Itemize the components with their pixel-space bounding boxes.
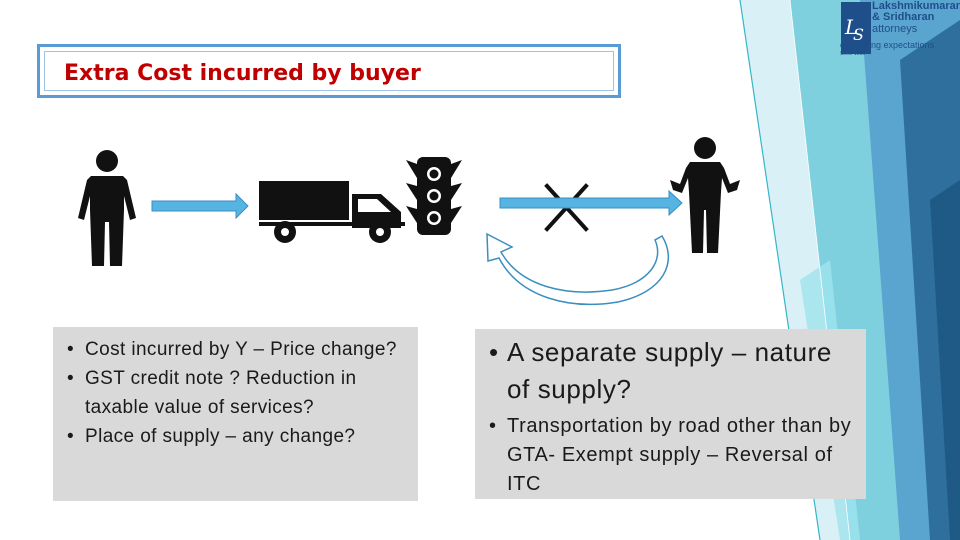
bullet-price-change: Cost incurred by Y – Price change? bbox=[61, 335, 408, 364]
title-frame: Extra Cost incurred by buyer bbox=[37, 44, 621, 98]
arrow-right-icon bbox=[499, 189, 683, 217]
svg-text:L: L bbox=[844, 15, 858, 39]
logo-line1: Lakshmikumaran bbox=[872, 0, 960, 12]
person-standing-icon bbox=[78, 150, 136, 266]
bullet-transportation: Transportation by road other than by GTA… bbox=[483, 412, 858, 499]
right-bullet-panel: A separate supply – nature of supply? Tr… bbox=[475, 329, 866, 499]
traffic-light-icon bbox=[406, 157, 462, 235]
logo-mark-icon: L S bbox=[841, 2, 871, 54]
truck-icon bbox=[259, 181, 405, 243]
company-logo: L S Lakshmikumaran & Sridharan attorneys… bbox=[836, 0, 960, 58]
left-bullet-panel: Cost incurred by Y – Price change? GST c… bbox=[53, 327, 418, 501]
svg-text:S: S bbox=[853, 25, 864, 44]
curved-return-arrow-icon bbox=[486, 232, 670, 305]
person-shrug-icon bbox=[670, 137, 740, 253]
logo-line3: attorneys bbox=[872, 23, 918, 35]
arrow-right-icon bbox=[151, 192, 249, 220]
bullet-gst-credit-note: GST credit note ? Reduction in taxable v… bbox=[61, 364, 408, 422]
slide-title: Extra Cost incurred by buyer bbox=[64, 61, 421, 86]
bullet-separate-supply: A separate supply – nature of supply? bbox=[483, 334, 858, 408]
logo-since: Since 1985 bbox=[840, 51, 866, 57]
bullet-place-of-supply: Place of supply – any change? bbox=[61, 422, 408, 451]
logo-tagline: exceeding expectations bbox=[840, 40, 935, 50]
logo-line2: & Sridharan bbox=[872, 11, 935, 23]
